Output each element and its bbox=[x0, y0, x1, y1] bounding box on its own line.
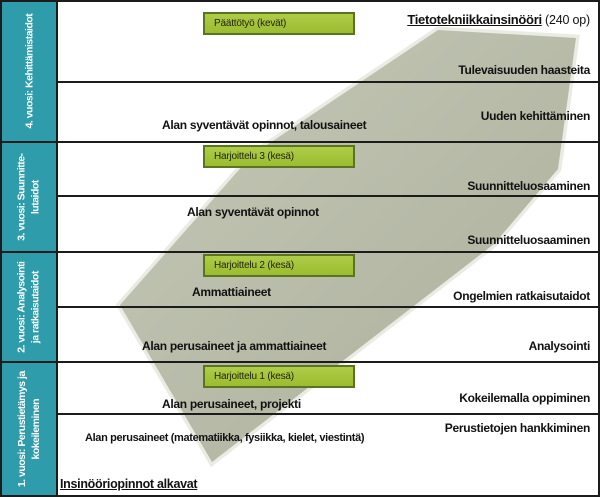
study-label-basic-project: Alan perusaineet, projekti bbox=[162, 397, 301, 411]
band-divider-line bbox=[56, 413, 598, 415]
degree-credits-text: (240 op) bbox=[541, 13, 590, 27]
band-divider-line bbox=[56, 195, 598, 197]
skill-label-design-competence-1: Suunnitteluosaaminen bbox=[467, 179, 590, 193]
year-divider-line bbox=[2, 141, 598, 143]
skill-label-learning-by-doing: Kokeilemalla oppiminen bbox=[459, 391, 590, 405]
year-1-label-line1: 1. vuosi: Perustietämys ja bbox=[15, 371, 28, 487]
study-label-advanced: Alan syventävät opinnot bbox=[187, 205, 319, 219]
milestone-box-internship3: Harjoittelu 3 (kesä) bbox=[203, 145, 355, 168]
degree-title: Tietotekniikkainsinööri (240 op) bbox=[407, 11, 590, 29]
study-label-professional: Ammattiaineet bbox=[192, 285, 271, 299]
degree-title-text: Tietotekniikkainsinööri bbox=[407, 12, 542, 27]
year-sidebar bbox=[2, 2, 58, 495]
year-divider-line bbox=[2, 361, 598, 363]
sidebar-year-2: 2. vuosi: Analysointi ja ratkaisutaidot bbox=[2, 253, 56, 361]
band-divider-line bbox=[56, 306, 598, 308]
sidebar-year-4: 4. vuosi: Kehittämistaidot bbox=[2, 2, 56, 141]
upward-arrow-shape bbox=[115, 26, 580, 468]
year-4-label: 4. vuosi: Kehittämistaidot bbox=[22, 14, 36, 129]
year-3-label-line1: 3. vuosi: Suunnitte- bbox=[15, 153, 28, 241]
skill-label-developing-new: Uuden kehittäminen bbox=[480, 109, 591, 123]
milestone-box-thesis: Päättötyö (kevät) bbox=[203, 12, 355, 35]
band-divider-line bbox=[56, 81, 598, 83]
skill-label-basic-knowledge: Perustietojen hankkiminen bbox=[444, 421, 591, 435]
year-1-label: 1. vuosi: Perustietämys ja kokeileminen bbox=[15, 371, 43, 487]
study-label-basic-subjects: Alan perusaineet (matematiikka, fysiikka… bbox=[85, 432, 365, 444]
year-2-label: 2. vuosi: Analysointi ja ratkaisutaidot bbox=[15, 261, 43, 352]
skill-label-problem-solving: Ongelmien ratkaisutaidot bbox=[453, 289, 590, 303]
milestone-box-internship1: Harjoittelu 1 (kesä) bbox=[203, 365, 355, 388]
year-1-label-line2: kokeileminen bbox=[30, 398, 43, 460]
milestone-box-internship2: Harjoittelu 2 (kesä) bbox=[203, 254, 355, 277]
year-3-label-line2: lutaidot bbox=[30, 180, 43, 214]
study-label-basic-professional: Alan perusaineet ja ammattiaineet bbox=[142, 339, 327, 353]
sidebar-year-1: 1. vuosi: Perustietämys ja kokeileminen bbox=[2, 363, 56, 495]
skill-label-future-challenges: Tulevaisuuden haasteita bbox=[458, 63, 590, 77]
skill-label-analysis: Analysointi bbox=[528, 339, 591, 353]
year-3-label: 3. vuosi: Suunnitte- lutaidot bbox=[15, 153, 43, 240]
study-label-advanced-economics: Alan syventävät opinnot, talousaineet bbox=[162, 118, 367, 132]
year-2-label-line1: 2. vuosi: Analysointi bbox=[15, 261, 28, 353]
sidebar-year-3: 3. vuosi: Suunnitte- lutaidot bbox=[2, 143, 56, 251]
year-divider-line bbox=[2, 251, 598, 253]
year-4-label-line1: 4. vuosi: Kehittämistaidot bbox=[22, 14, 35, 129]
year-2-label-line2: ja ratkaisutaidot bbox=[30, 270, 42, 344]
skill-label-design-competence-2: Suunnitteluosaaminen bbox=[467, 233, 590, 247]
studies-start-label: Insinööriopinnot alkavat bbox=[60, 477, 198, 491]
